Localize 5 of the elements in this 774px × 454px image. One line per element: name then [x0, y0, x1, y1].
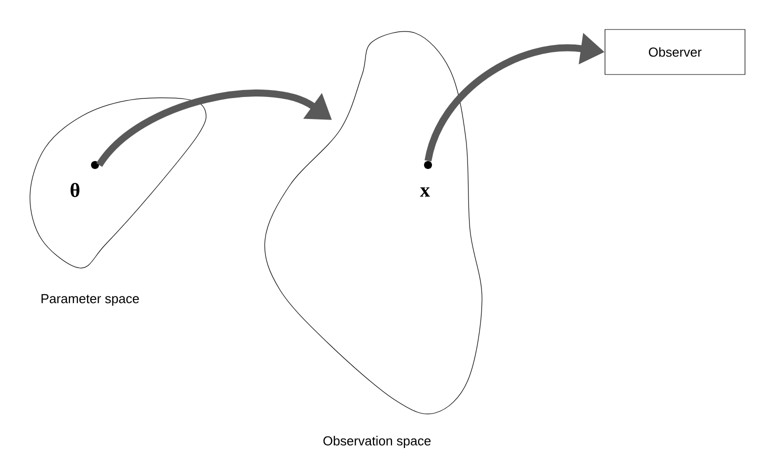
point-label: x [420, 187, 430, 197]
region-label: Parameter space [42, 294, 139, 306]
region-label: Observation space [323, 436, 431, 448]
point-label: θ [70, 182, 80, 198]
process-box: Observer [604, 29, 746, 75]
